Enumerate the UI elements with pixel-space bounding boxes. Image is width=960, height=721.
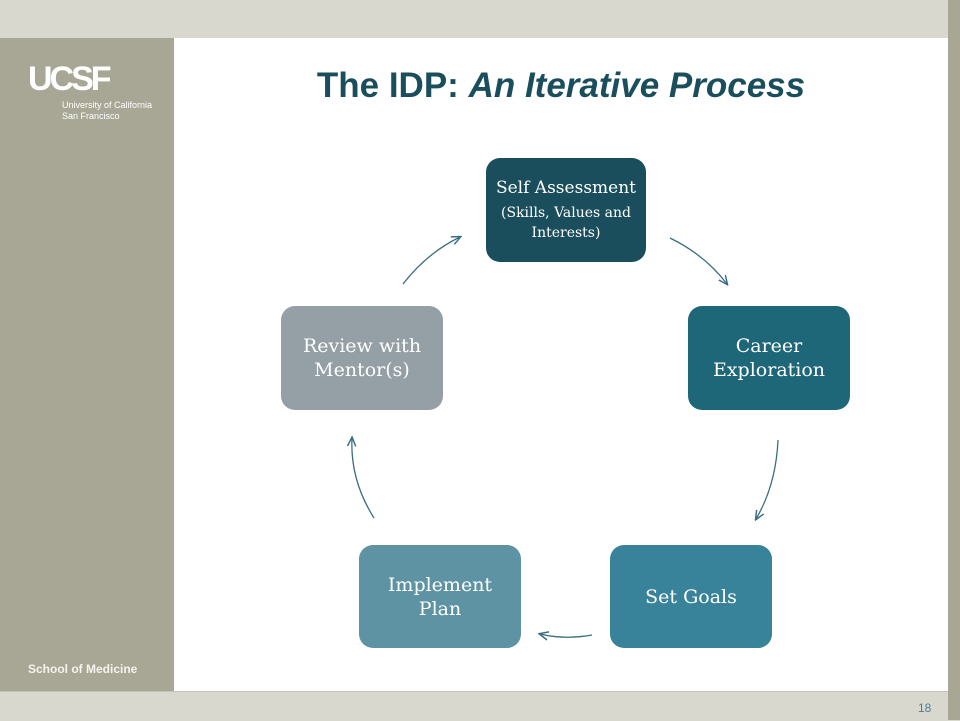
- logo-university-line: University of California: [62, 100, 153, 110]
- ucsf-logo: UCSF University of California San Franci…: [28, 62, 158, 132]
- school-label: School of Medicine: [28, 662, 138, 676]
- node-career-exploration-label: Career Exploration: [712, 335, 826, 381]
- node-set-goals-label: Set Goals: [645, 585, 737, 608]
- node-review-label: Review with Mentor(s): [302, 335, 422, 381]
- logo-city-line: San Francisco: [62, 111, 120, 121]
- node-self-assessment: Self Assessment (Skills, Values and Inte…: [486, 158, 646, 262]
- node-implement-plan: Implement Plan: [359, 545, 521, 648]
- node-review-with-mentors: Review with Mentor(s): [281, 306, 443, 410]
- node-career-exploration: Career Exploration: [688, 306, 850, 410]
- node-set-goals: Set Goals: [610, 545, 772, 648]
- bottom-band: [0, 691, 948, 721]
- title-main: The IDP:: [316, 66, 469, 105]
- node-self-assessment-label: Self Assessment: [495, 178, 637, 198]
- top-band: [0, 0, 948, 38]
- sidebar: [0, 38, 174, 691]
- logo-mark: UCSF: [28, 60, 112, 98]
- node-self-assessment-note: (Skills, Values and Interests): [501, 205, 631, 241]
- title-italic: An Iterative Process: [468, 66, 806, 105]
- slide-title: The IDP: An Iterative Process: [174, 66, 948, 106]
- page-number: 18: [918, 701, 932, 715]
- right-band: [948, 0, 960, 720]
- node-implement-plan-label: Implement Plan: [387, 573, 493, 620]
